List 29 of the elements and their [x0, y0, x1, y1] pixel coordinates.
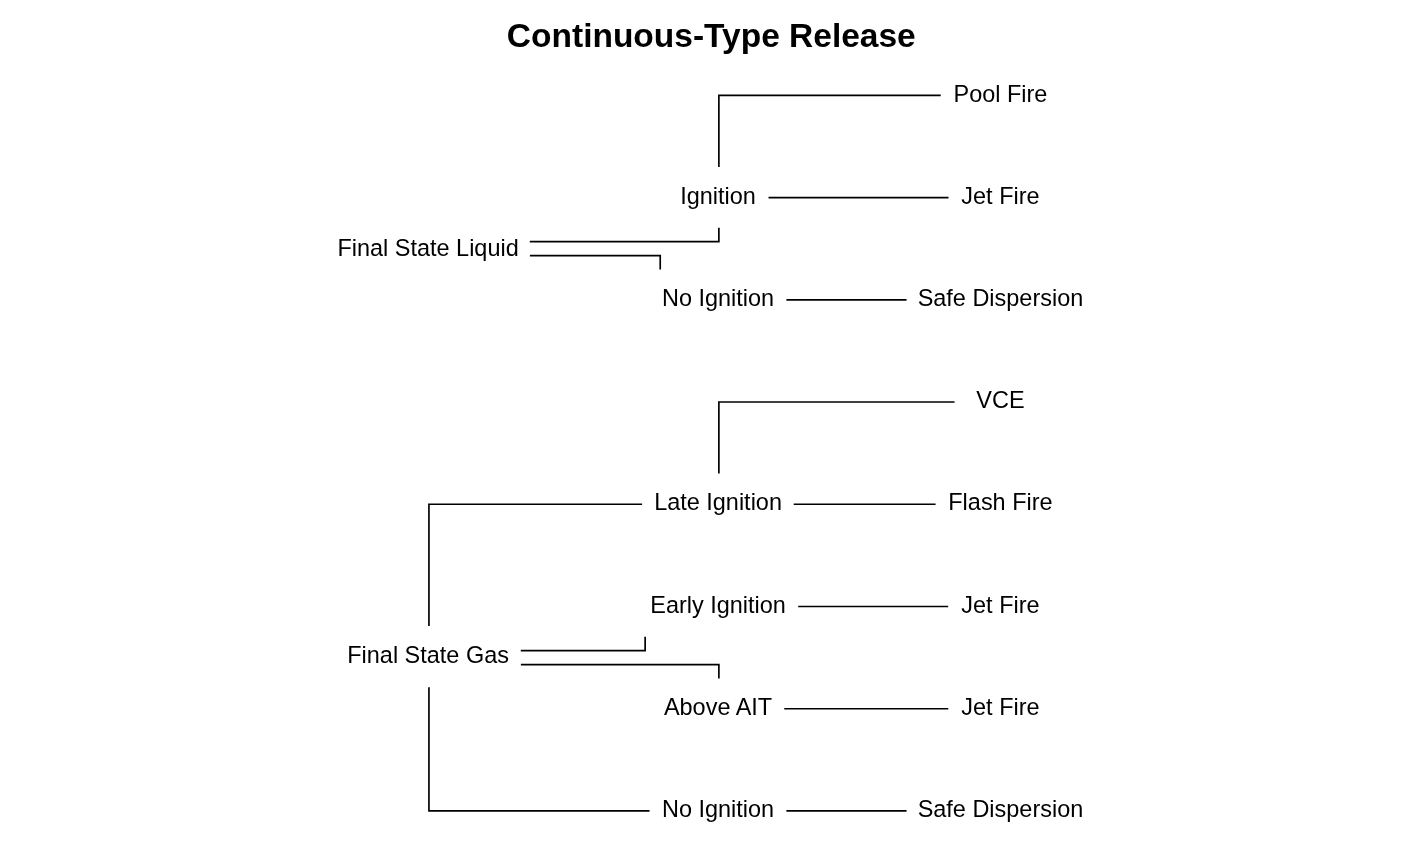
connector — [767, 196, 950, 199]
node-text: VCE — [976, 387, 1025, 414]
diagram-title: Continuous-Type Release — [506, 16, 916, 54]
connector — [718, 94, 942, 168]
connector — [792, 503, 937, 506]
node-text: Safe Dispersion — [917, 284, 1084, 311]
connector — [785, 298, 908, 301]
node-text: Jet Fire — [961, 591, 1040, 618]
connector — [428, 503, 643, 627]
connector — [797, 605, 950, 608]
connector — [718, 401, 956, 475]
node-text: Jet Fire — [961, 182, 1040, 209]
connector — [785, 810, 908, 812]
node-text: Early Ignition — [650, 591, 786, 618]
node-text: Above AIT — [663, 693, 773, 720]
node-text: No Ignition — [661, 284, 775, 311]
node-text: Ignition — [680, 182, 756, 209]
node-text: Pool Fire — [953, 80, 1048, 107]
node-text: Final State Liquid — [337, 234, 519, 261]
node-text: Late Ignition — [654, 489, 782, 516]
node-text: Final State Gas — [347, 641, 509, 668]
connector — [783, 707, 950, 710]
connector — [428, 686, 651, 812]
node-text: Jet Fire — [961, 693, 1040, 720]
node-text: No Ignition — [661, 796, 775, 823]
node-text: Flash Fire — [948, 489, 1053, 516]
connector — [519, 635, 646, 652]
node-text: Safe Dispersion — [917, 796, 1084, 823]
connector — [529, 254, 662, 271]
